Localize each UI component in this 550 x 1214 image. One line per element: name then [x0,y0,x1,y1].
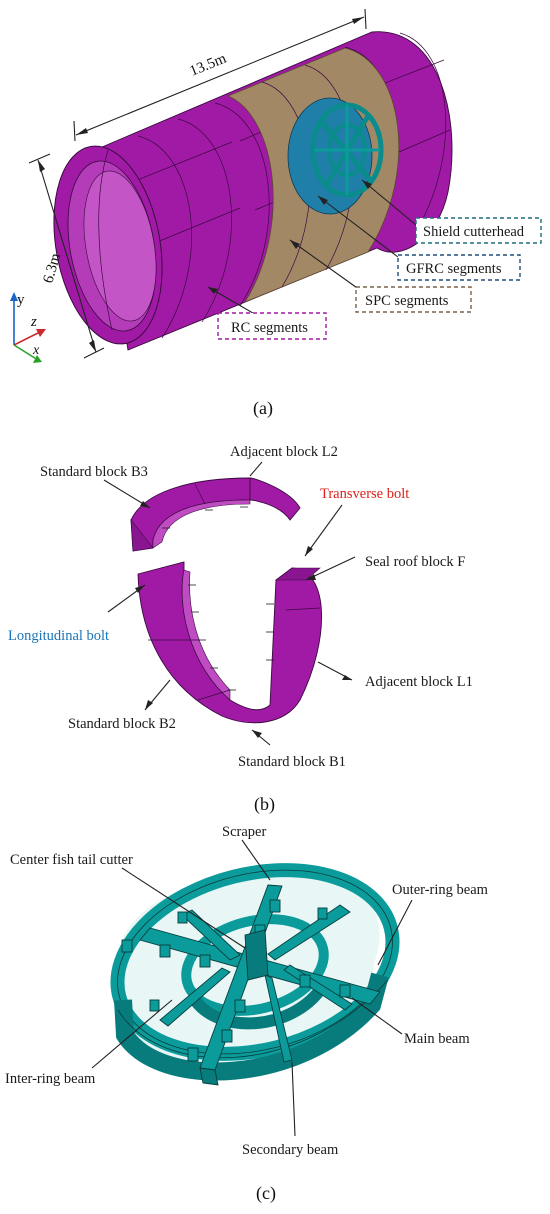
axis-y-label: y [17,292,25,308]
caption-a: (a) [253,398,273,419]
cutterhead-3d [110,863,400,1086]
label-rc-segments: RC segments [217,312,327,340]
label-scraper: Scraper [222,824,266,840]
label-longitudinal-bolt: Longitudinal bolt [8,628,109,644]
tunnel-front-face [53,145,163,345]
cutterhead-in-tunnel [310,102,384,198]
label-main-beam: Main beam [404,1031,470,1047]
label-standard-block-b1: Standard block B1 [238,754,346,770]
label-outer-ring-beam: Outer-ring beam [392,882,489,898]
lower-segments [137,506,322,724]
label-seal-roof-block-f: Seal roof block F [365,554,465,570]
axis-x-label: x [32,343,40,358]
svg-text:SPC segments: SPC segments [365,293,449,309]
label-standard-block-b2: Standard block B2 [68,716,176,732]
axis-z-label: z [30,314,37,330]
label-gfrc-segments: GFRC segments [397,254,521,281]
label-secondary-beam: Secondary beam [242,1142,339,1158]
panel-b: Adjacent block L2 Standard block B3 Tran… [8,444,473,815]
caption-b: (b) [254,794,275,815]
label-center-fish-tail-cutter: Center fish tail cutter [10,852,133,868]
spc-band [226,47,400,303]
label-spc-segments: SPC segments [355,286,472,313]
svg-text:GFRC segments: GFRC segments [406,261,502,277]
panel-c: Scraper Center fish tail cutter Outer-ri… [5,824,489,1204]
label-transverse-bolt: Transverse bolt [320,486,409,502]
label-adjacent-block-l1: Adjacent block L1 [365,674,473,690]
axis-triad: y z x [10,292,46,363]
upper-segments [130,477,301,552]
panel-a: 13.5m [10,8,542,419]
svg-text:RC segments: RC segments [231,320,308,336]
label-standard-block-b3: Standard block B3 [40,464,148,480]
label-inter-ring-beam: Inter-ring beam [5,1071,96,1087]
svg-text:Shield cutterhead: Shield cutterhead [423,224,525,240]
caption-c: (c) [256,1183,276,1204]
label-shield-cutterhead: Shield cutterhead [415,217,542,244]
label-adjacent-block-l2: Adjacent block L2 [230,444,338,460]
